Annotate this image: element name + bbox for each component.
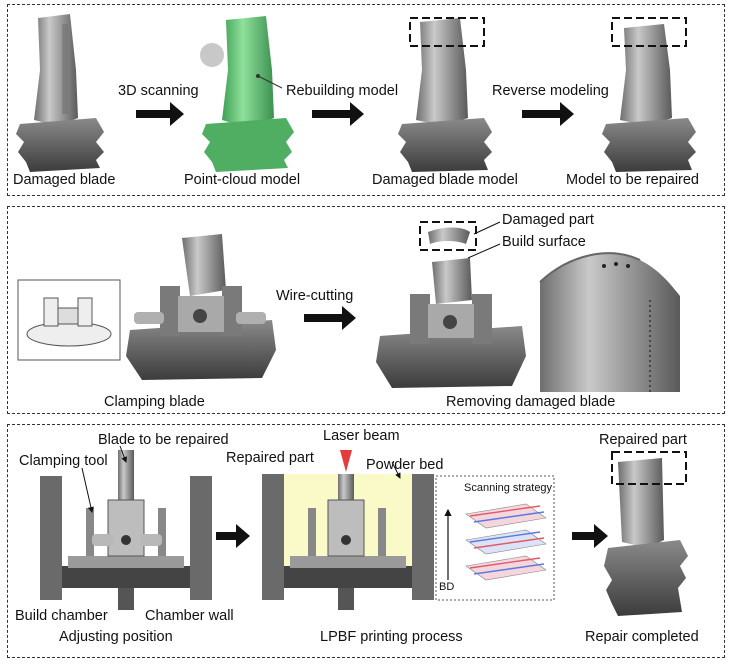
arrow-to-repaired <box>572 524 608 548</box>
label-point-cloud: Point-cloud model <box>184 172 301 188</box>
arrow-wire-cutting <box>304 306 356 330</box>
label-damaged-blade: Damaged blade <box>13 172 116 188</box>
label-chamber-wall: Chamber wall <box>145 608 234 624</box>
label-powder-bed: Powder bed <box>366 457 444 473</box>
panel-removing-damage <box>7 206 725 414</box>
adjusting-position-image <box>40 445 212 610</box>
label-clamping-blade: Clamping blade <box>104 394 205 410</box>
label-lpbf: LPBF printing process <box>320 629 463 645</box>
label-repaired-part-right: Repaired part <box>599 432 687 448</box>
point-cloud-image <box>200 16 294 172</box>
fixture-sketch <box>26 297 112 347</box>
label-scanning-strategy: Scanning strategy <box>464 482 553 494</box>
arrow-scanning <box>136 102 184 126</box>
repaired-blade-image <box>604 451 688 616</box>
damaged-blade-model-image <box>398 17 492 172</box>
label-model-to-repair: Model to be repaired <box>566 172 699 188</box>
removing-blade-image <box>376 221 526 388</box>
label-build-surface: Build surface <box>502 234 586 250</box>
scan-layers <box>444 503 547 581</box>
arrow-to-lpbf <box>216 524 250 548</box>
arrow-rebuilding <box>312 102 364 126</box>
label-build-chamber: Build chamber <box>15 608 108 624</box>
model-to-repair-image <box>602 17 696 172</box>
label-damaged-part: Damaged part <box>502 212 594 228</box>
damaged-blade-image <box>16 14 104 172</box>
label-rebuilding-model: Rebuilding model <box>286 83 399 99</box>
label-blade-to-repair: Blade to be repaired <box>98 432 229 448</box>
label-adjusting-position: Adjusting position <box>59 629 173 645</box>
label-reverse-modeling: Reverse modeling <box>492 83 609 99</box>
label-damaged-blade-model: Damaged blade model <box>372 172 518 188</box>
label-laser-beam: Laser beam <box>323 428 400 444</box>
clamped-blade-image <box>126 234 276 380</box>
panel-lpbf-repair <box>7 424 725 658</box>
arrow-reverse <box>522 102 574 126</box>
label-repaired-part-left: Repaired part <box>226 450 314 466</box>
label-repair-completed: Repair completed <box>585 629 699 645</box>
lpbf-process-image <box>262 450 434 610</box>
label-3d-scanning: 3D scanning <box>118 83 199 99</box>
label-wire-cutting: Wire-cutting <box>276 288 354 304</box>
panel-reverse-modeling <box>7 4 725 196</box>
label-clamping-tool: Clamping tool <box>19 453 108 469</box>
build-surface-zoom <box>539 252 680 392</box>
label-bd: BD <box>439 581 455 593</box>
label-removing-damaged-blade: Removing damaged blade <box>446 394 616 410</box>
